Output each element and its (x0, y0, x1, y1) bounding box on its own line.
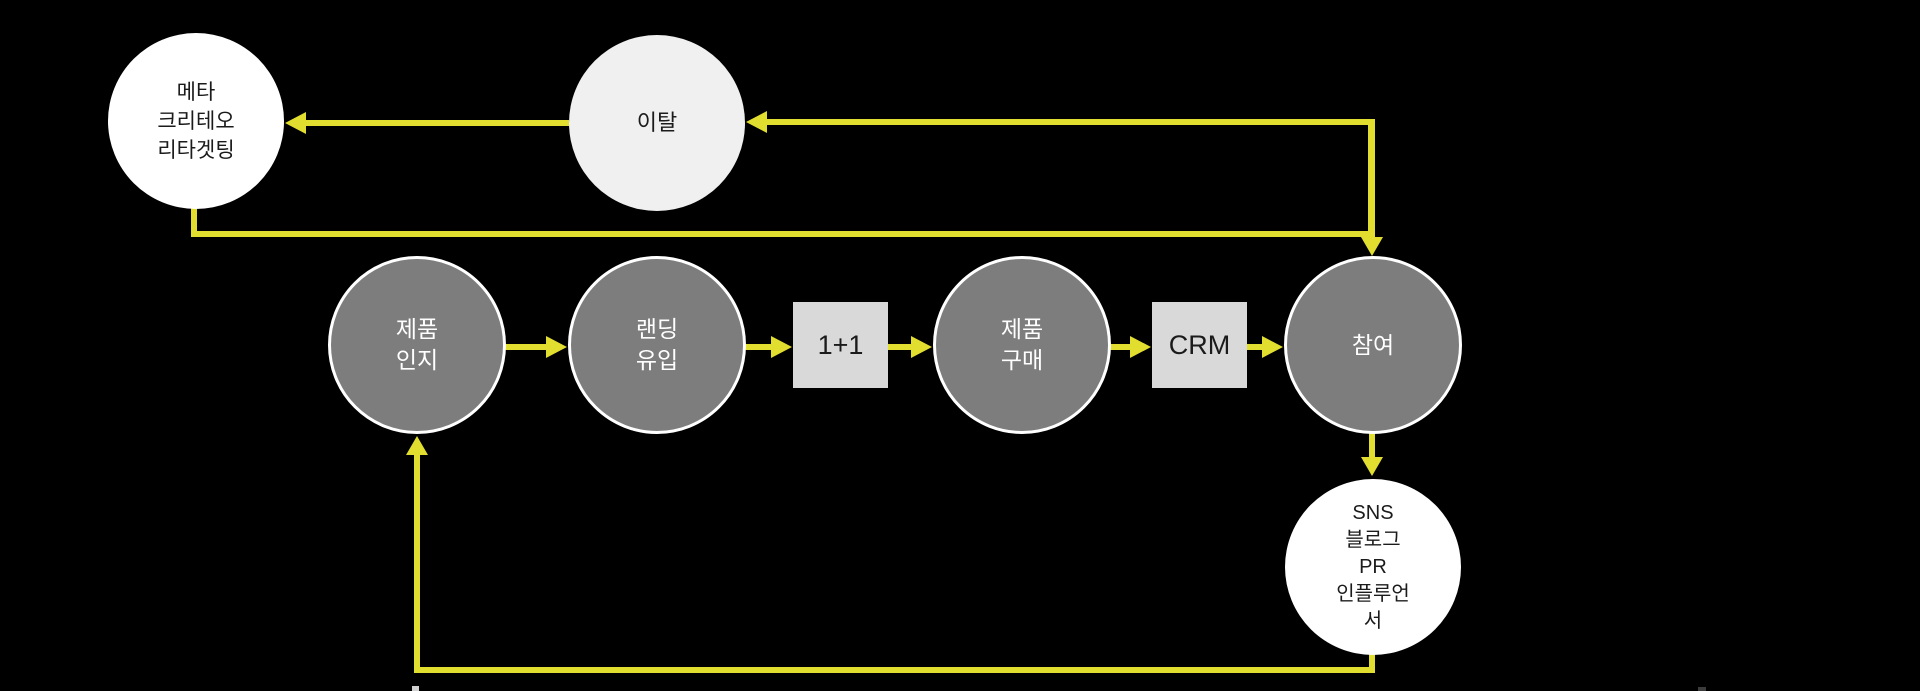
node-product-purchase: 제품 구매 (933, 256, 1111, 434)
node-meta-criteo-retargeting: 메타 크리테오 리타겟팅 (108, 33, 284, 209)
arrow-meta-loop-horizontal (191, 231, 1375, 237)
bottom-tick-marker-left (412, 686, 419, 691)
arrow-purchase-to-crm-line (1109, 344, 1132, 350)
arrow-awareness-to-landing-head (546, 336, 567, 358)
node-sns-channels-label: SNS 블로그 PR 인플루언 서 (1336, 501, 1410, 632)
arrow-into-awareness-head (406, 436, 428, 455)
arrow-crm-to-engagement-line (1247, 344, 1264, 350)
arrow-into-engagement-head (1361, 237, 1383, 256)
node-one-plus-one: 1+1 (793, 302, 888, 388)
arrow-sns-loop-left-vertical (414, 454, 420, 673)
arrow-oneplusone-to-purchase-head (911, 336, 932, 358)
bottom-tick-marker-right (1698, 687, 1706, 691)
node-crm-label: CRM (1168, 329, 1231, 360)
arrow-sns-loop-horizontal (414, 667, 1375, 673)
node-churn-label: 이탈 (636, 110, 678, 135)
node-landing-inflow: 랜딩 유입 (568, 256, 746, 434)
arrow-oneplusone-to-purchase-line (888, 344, 913, 350)
node-sns-channels: SNS 블로그 PR 인플루언 서 (1285, 479, 1461, 655)
arrow-engagement-to-churn-line (767, 119, 1375, 125)
node-crm: CRM (1152, 302, 1247, 388)
arrow-engagement-to-churn-head (746, 111, 767, 133)
arrow-awareness-to-landing-line (504, 344, 548, 350)
arrow-landing-to-oneplusone-head (771, 336, 792, 358)
node-engagement: 참여 (1284, 256, 1462, 434)
arrow-crm-to-engagement-head (1262, 336, 1283, 358)
node-landing-inflow-label: 랜딩 유입 (635, 316, 679, 373)
arrow-sns-loop-stub (1369, 651, 1375, 673)
node-one-plus-one-label: 1+1 (817, 329, 864, 360)
node-churn: 이탈 (569, 35, 745, 211)
arrow-purchase-to-crm-head (1130, 336, 1151, 358)
arrow-loop-right-vertical (1368, 119, 1375, 238)
node-product-awareness-label: 제품 인지 (395, 316, 439, 373)
arrow-churn-to-meta-line (306, 120, 569, 126)
arrow-engagement-to-sns-line (1369, 432, 1375, 459)
node-product-purchase-label: 제품 구매 (1000, 316, 1044, 373)
arrow-landing-to-oneplusone-line (744, 344, 773, 350)
node-engagement-label: 참여 (1351, 331, 1395, 358)
node-meta-criteo-retargeting-label: 메타 크리테오 리타겟팅 (157, 80, 235, 162)
arrow-meta-loop-stub (191, 206, 197, 237)
node-product-awareness: 제품 인지 (328, 256, 506, 434)
arrow-churn-to-meta-head (285, 112, 306, 134)
arrow-engagement-to-sns-head (1361, 457, 1383, 476)
